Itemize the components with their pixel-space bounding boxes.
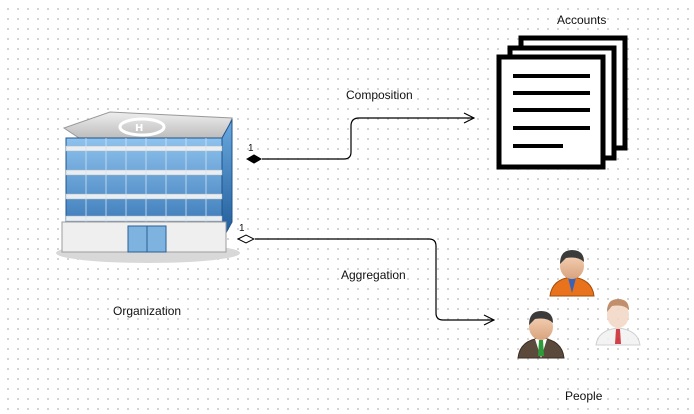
person-icon	[595, 299, 641, 346]
person-icon	[517, 311, 565, 359]
svg-text:H: H	[135, 123, 143, 134]
people-label: People	[565, 389, 603, 403]
aggregation-connector[interactable]	[236, 234, 494, 320]
accounts-label: Accounts	[557, 13, 607, 27]
people-group-icon	[517, 250, 641, 359]
composition-connector[interactable]	[245, 118, 474, 164]
filled-diamond-marker	[245, 154, 263, 164]
person-icon	[549, 250, 595, 297]
composition-multiplicity: 1	[248, 143, 254, 154]
aggregation-multiplicity: 1	[239, 223, 245, 234]
aggregation-label: Aggregation	[341, 268, 406, 282]
composition-label: Composition	[346, 88, 413, 102]
organization-label: Organization	[113, 304, 182, 318]
documents-icon	[496, 35, 628, 170]
office-building-icon: H	[56, 111, 240, 263]
hollow-diamond-marker	[236, 234, 256, 244]
